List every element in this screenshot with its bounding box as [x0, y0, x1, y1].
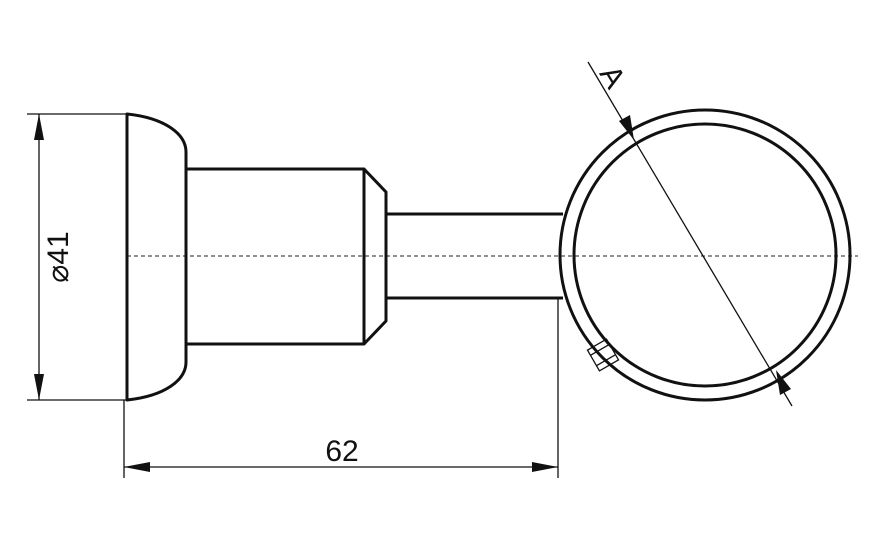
ring-inner	[572, 122, 838, 388]
dim-arrow-width-right	[532, 462, 558, 472]
dim-arrow-diameter-bottom	[34, 374, 44, 400]
chamfer-section	[362, 167, 388, 346]
section-arrow-bottom	[776, 370, 791, 395]
ring-outer	[558, 108, 852, 402]
width-label: 62	[325, 435, 358, 468]
section-arrow-top	[619, 115, 634, 140]
knob-dome	[125, 112, 188, 402]
section-label: A	[593, 60, 632, 94]
section-line-a	[587, 61, 793, 407]
diameter-label: ⌀41	[42, 231, 75, 282]
dim-arrow-diameter-top	[34, 114, 44, 140]
dim-arrow-width-left	[124, 462, 150, 472]
shaft	[386, 212, 563, 300]
set-screw	[586, 338, 620, 372]
